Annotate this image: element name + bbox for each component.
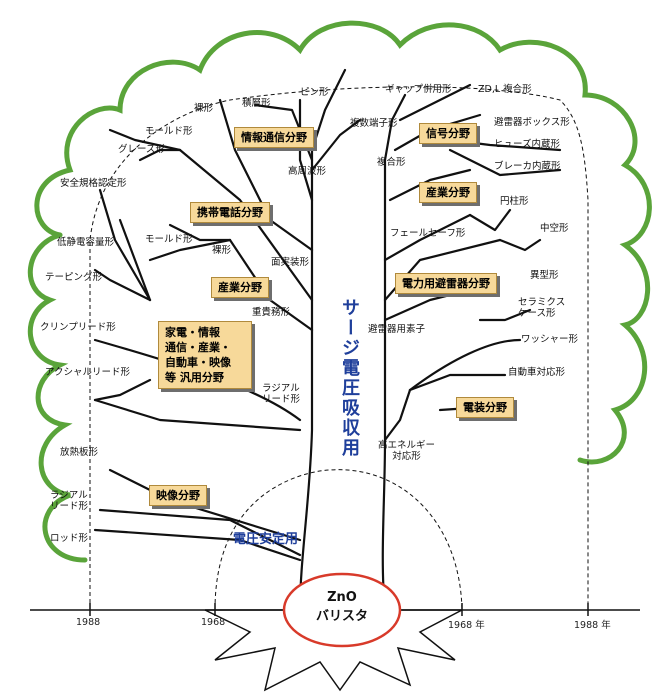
label-pin: ピン形 xyxy=(300,87,329,98)
label-odd: 異型形 xyxy=(530,270,559,281)
category-mobile: 携帯電話分野 xyxy=(190,202,270,223)
axis-ticks xyxy=(89,603,589,616)
label-taping: テーピング形 xyxy=(45,272,103,283)
label-mold1: モールド形 xyxy=(145,126,193,137)
category-info-comm: 情報通信分野 xyxy=(234,127,314,148)
label-fuse: ヒューズ内蔵形 xyxy=(494,139,561,150)
category-general: 家電・情報 通信・産業・ 自動車・映像 等 汎用分野 xyxy=(158,321,252,389)
axis-label-1988-left: 1988 xyxy=(76,617,101,628)
label-radial-left: ラジアル リード形 xyxy=(50,490,89,512)
label-mold2: モールド形 xyxy=(145,234,193,245)
label-layered: 積層形 xyxy=(242,98,271,109)
label-multi-terminal: 複数端子形 xyxy=(350,118,398,129)
label-hollow: 中空形 xyxy=(540,223,569,234)
label-bare2: 裸形 xyxy=(212,245,232,256)
label-cylinder: 円柱形 xyxy=(500,196,529,207)
label-safety: 安全規格認定形 xyxy=(60,178,127,189)
label-heatsink: 放熱板形 xyxy=(60,447,99,458)
category-arrester: 電力用避雷器分野 xyxy=(395,273,497,294)
zno-line2: バリスタ xyxy=(315,609,368,624)
tree-branches xyxy=(93,68,562,612)
axis-label-1968-right: 1968 年 xyxy=(448,620,485,631)
axis-label-1988-right: 1988 年 xyxy=(574,620,611,631)
category-industry-right: 産業分野 xyxy=(419,182,477,203)
label-breaker: ブレーカ内蔵形 xyxy=(494,161,561,172)
caption-surge: サージ電圧吸収用 xyxy=(339,298,360,458)
label-low-cap: 低静電容量形 xyxy=(57,237,115,248)
label-clinch: クリンプリード形 xyxy=(40,322,116,333)
label-axial: アクシャルリード形 xyxy=(45,367,131,378)
zno-label: ZnO バリスタ xyxy=(300,590,384,624)
label-washer: ワッシャー形 xyxy=(521,334,579,345)
zno-oval xyxy=(282,572,402,648)
label-precious-metal: 重貴務形 xyxy=(252,307,291,318)
axis-label-1968-left: 1968 xyxy=(201,617,226,628)
label-gap: ギャップ併用形 xyxy=(385,84,452,95)
label-bare1: 裸形 xyxy=(194,103,214,114)
label-arrester-element: 避雷器用素子 xyxy=(368,324,426,335)
canopy-outline xyxy=(27,20,652,563)
label-auto: 自動車対応形 xyxy=(508,367,566,378)
label-arrester-box: 避雷器ボックス形 xyxy=(494,117,570,128)
category-signal: 信号分野 xyxy=(419,123,477,144)
label-failsafe: フェールセーフ形 xyxy=(390,228,466,239)
label-composite: 複合形 xyxy=(377,157,406,168)
label-smd: 面実装形 xyxy=(271,257,310,268)
label-high-energy: 高エネルギー 対応形 xyxy=(378,440,436,462)
label-high-freq: 高周波形 xyxy=(288,166,327,177)
era-boundaries xyxy=(89,86,589,611)
general-text: 家電・情報 通信・産業・ 自動車・映像 等 汎用分野 xyxy=(165,326,231,384)
label-radial-center: ラジアル リード形 xyxy=(262,383,301,405)
label-ceramic: セラミクス ケース形 xyxy=(518,297,566,319)
caption-stabilize: 電圧安定用 xyxy=(233,532,299,547)
category-industry-left: 産業分野 xyxy=(211,277,269,298)
label-rod: ロッド形 xyxy=(50,533,89,544)
zno-line1: ZnO xyxy=(327,590,357,605)
category-electrical: 電装分野 xyxy=(456,397,514,418)
label-zd: ZD,L 複合形 xyxy=(478,84,532,95)
label-glaze: グレーズ形 xyxy=(118,144,166,155)
category-video: 映像分野 xyxy=(149,485,207,506)
root-spikes xyxy=(204,609,463,692)
